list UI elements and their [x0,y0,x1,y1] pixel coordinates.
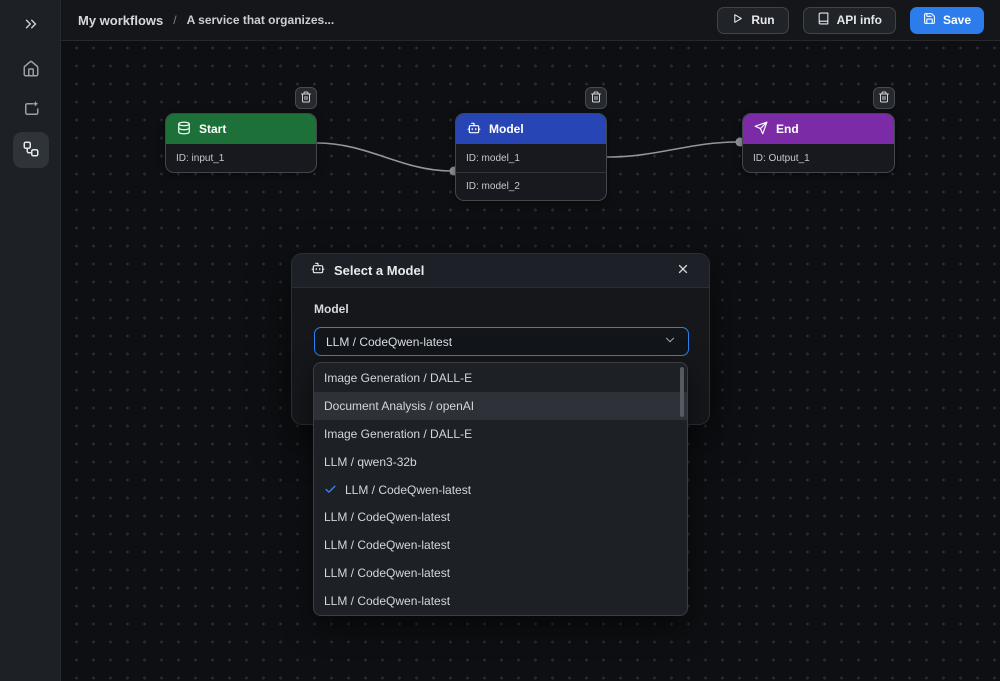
header: My workflows / A service that organizes.… [61,0,1000,41]
save-button-label: Save [942,13,971,27]
model-select[interactable]: LLM / CodeQwen-latest [314,327,689,356]
model-option[interactable]: LLM / CodeQwen-latest [314,559,687,587]
trash-icon [590,91,602,106]
option-label: LLM / CodeQwen-latest [324,510,451,525]
modal-header: Select a Model [292,254,709,288]
delete-end-node-button[interactable] [873,87,895,109]
node-model[interactable]: Model ID: model_1 ID: model_2 [455,113,607,201]
breadcrumb: My workflows / A service that organizes.… [61,13,334,28]
breadcrumb-my-workflows[interactable]: My workflows [78,12,164,28]
node-end-header: End [743,114,894,144]
database-icon [177,121,191,138]
node-start[interactable]: Start ID: input_1 [165,113,317,173]
modal-title: Select a Model [334,263,425,278]
trash-icon [300,91,312,106]
node-model-id-2: ID: model_2 [456,172,606,200]
node-start-header: Start [166,114,316,144]
breadcrumb-current-workflow: A service that organizes... [186,13,335,27]
option-label: Image Generation / DALL-E [324,426,473,441]
option-label: LLM / CodeQwen-latest [324,538,451,553]
trash-icon [878,91,890,106]
model-option[interactable]: Document Analysis / openAI [314,391,687,420]
model-option[interactable]: LLM / CodeQwen-latest [314,476,687,504]
bot-icon [467,121,481,138]
node-start-id: ID: input_1 [176,152,225,164]
sidebar-item-workflows[interactable] [12,132,49,168]
home-icon [22,60,40,81]
option-label: LLM / CodeQwen-latest [345,482,472,497]
model-field-label: Model [314,302,349,316]
bot-icon [311,261,325,280]
send-icon [754,121,768,138]
save-button[interactable]: Save [909,6,984,34]
delete-start-node-button[interactable] [295,87,317,109]
delete-model-node-button[interactable] [585,87,607,109]
save-icon [923,12,936,28]
option-label: LLM / qwen3-32b [324,454,417,469]
workflow-icon [22,140,40,161]
sidebar-item-projects[interactable] [13,92,49,128]
modal-close-button[interactable] [676,262,690,279]
sidebar-nav [0,52,61,168]
breadcrumb-separator: / [173,13,177,27]
play-icon [731,12,744,28]
check-icon [324,483,337,496]
model-option[interactable]: LLM / CodeQwen-latest [314,531,687,559]
sidebar-item-home[interactable] [13,52,49,88]
model-options: Image Generation / DALL-E Document Analy… [314,364,687,615]
option-label: Document Analysis / openAI [324,398,475,413]
dropdown-scrollbar-thumb[interactable] [680,367,684,417]
model-options-dropdown: Image Generation / DALL-E Document Analy… [313,362,688,616]
node-model-id-1: ID: model_1 [466,152,520,164]
model-option[interactable]: Image Generation / DALL-E [314,364,687,392]
node-end[interactable]: End ID: Output_1 [742,113,895,173]
option-label: Image Generation / DALL-E [324,370,473,385]
model-option[interactable]: Image Generation / DALL-E [314,420,687,448]
double-chevron-right-icon [22,15,40,36]
option-label: LLM / CodeQwen-latest [324,566,451,581]
sidebar-expand-button[interactable] [0,12,61,38]
sidebar [0,0,61,681]
node-end-id: ID: Output_1 [753,152,810,164]
header-actions: Run API info Save [717,6,1000,34]
run-button-label: Run [751,13,775,27]
node-model-header: Model [456,114,606,144]
node-title: End [776,122,799,136]
option-label: LLM / CodeQwen-latest [324,594,451,609]
close-icon [676,262,690,279]
projects-icon [22,100,40,121]
run-button[interactable]: Run [717,6,789,34]
model-select-value: LLM / CodeQwen-latest [326,334,453,349]
node-title: Start [199,122,227,136]
api-info-button[interactable]: API info [802,6,896,34]
model-option[interactable]: LLM / CodeQwen-latest [314,587,687,615]
chevron-down-icon [663,333,677,350]
model-option[interactable]: LLM / qwen3-32b [314,448,687,476]
api-info-button-label: API info [836,13,882,27]
node-title: Model [489,122,524,136]
book-icon [817,12,830,28]
model-option[interactable]: LLM / CodeQwen-latest [314,503,687,531]
